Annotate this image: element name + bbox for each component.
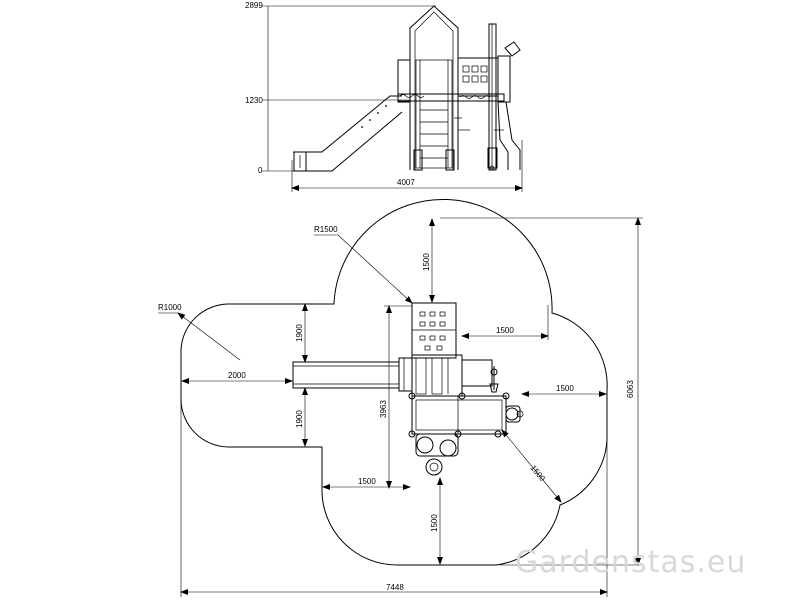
dim-bottom-1500-v: 1500 [430,514,439,532]
dim-2000: 2000 [228,371,246,380]
dim-diag-1500: 1500 [528,464,547,484]
dim-1900-upper: 1900 [295,324,304,342]
dim-1900-lower: 1900 [295,410,304,428]
height-top-label: 2899 [245,1,263,10]
dim-bottom-1500-h: 1500 [358,477,376,486]
climbing-stumps-plan [415,433,459,476]
plan-view: 7448 6063 R1500 R1000 1500 1900 1900 200… [158,198,643,597]
dim-right-1500-b: 1500 [556,384,574,393]
post-side [487,23,521,171]
dim-right-1500-a: 1500 [496,326,514,335]
slide-plan [292,357,413,392]
total-width-label: 7448 [386,583,404,592]
width-label: 4007 [397,178,415,187]
height-mid-label: 1230 [245,96,263,105]
radius-large-label: R1500 [314,225,338,234]
telescope-plan [489,366,524,423]
tower-roof-plan [411,302,457,359]
slide-side [293,95,403,172]
safety-zone-outline [180,198,608,566]
side-view: 2899 1230 0 4007 [245,1,523,192]
height-zero-label: 0 [258,166,263,175]
radius-small-label: R1000 [158,303,182,312]
tower-side [397,5,505,171]
dim-3963: 3963 [379,400,388,418]
total-height-label: 6063 [626,380,635,398]
dim-top-1500: 1500 [422,253,431,271]
watermark: Gardenstas.eu [515,545,746,580]
